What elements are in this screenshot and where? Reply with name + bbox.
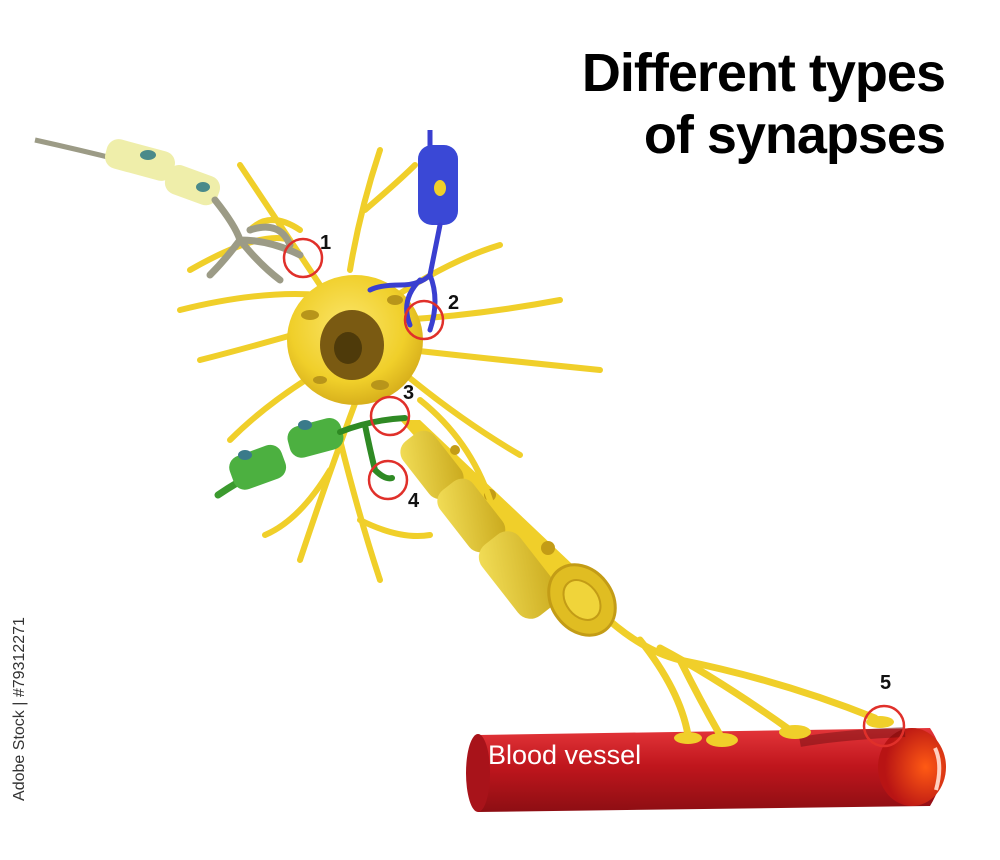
marker-label-2: 2 bbox=[448, 292, 460, 314]
marker-label-3: 3 bbox=[403, 382, 415, 404]
marker-label-1: 1 bbox=[320, 232, 332, 254]
green-axon bbox=[214, 415, 408, 499]
title-line-1: Different types bbox=[581, 43, 946, 103]
terminal-boutons bbox=[674, 716, 894, 747]
synapse-marker-2 bbox=[403, 299, 445, 341]
neuron-soma bbox=[287, 275, 423, 405]
blood-vessel bbox=[466, 727, 946, 812]
diagram-title: Different types of synapses bbox=[581, 42, 946, 166]
myelinated-axon bbox=[400, 420, 617, 637]
synapse-marker-4 bbox=[367, 459, 409, 501]
synapse-marker-1 bbox=[282, 237, 324, 279]
axon-terminals bbox=[596, 608, 879, 739]
gray-axon bbox=[34, 137, 304, 284]
marker-label-5: 5 bbox=[880, 672, 892, 694]
blood-vessel-label: Blood vessel bbox=[488, 740, 642, 770]
synapse-marker-5 bbox=[862, 704, 906, 748]
marker-label-4: 4 bbox=[408, 490, 420, 512]
blue-axon bbox=[367, 130, 458, 333]
stock-id-watermark: Adobe Stock | #79312271 bbox=[11, 617, 28, 801]
title-line-2: of synapses bbox=[643, 105, 946, 165]
synapse-marker-3 bbox=[369, 395, 411, 437]
